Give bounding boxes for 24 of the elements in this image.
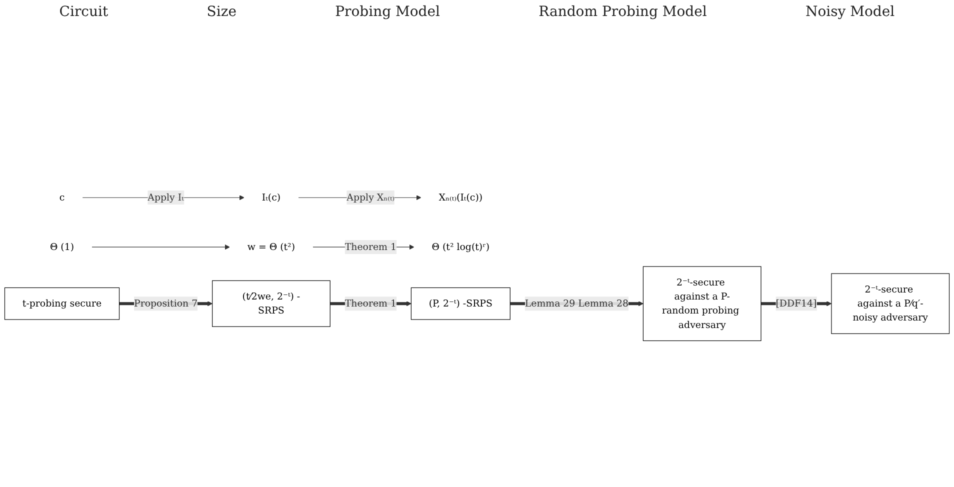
column-header: Probing Model: [335, 4, 440, 22]
node-text: Iₜ(c): [262, 191, 281, 203]
edge-label: Apply Xₙ₍ₜ₎: [346, 191, 395, 203]
edge-label: Lemma 29 Lemma 28: [524, 298, 628, 309]
node-box: 2⁻ᵗ-secure against a P-random probing adversary: [642, 266, 762, 341]
column-header: Size: [206, 4, 236, 22]
node-text: w = Θ (t²): [247, 240, 296, 252]
node-text: c: [59, 191, 65, 203]
edge-label: Apply Iₜ: [148, 191, 184, 203]
node-text: Θ (t² log(t)ʳ): [432, 240, 490, 252]
edge-label: Proposition 7: [134, 298, 198, 309]
node-text: Xₙ₍ₜ₎(Iₜ(c)): [438, 191, 483, 203]
node-box: (P, 2⁻ᵗ) -SRPS: [410, 287, 510, 320]
edge-label: Theorem 1: [344, 240, 396, 252]
column-header: Random Probing Model: [538, 4, 707, 22]
node-box: (t⁄2we, 2⁻ᵗ) -SRPS: [212, 280, 330, 327]
edge-label: [DDF14]: [776, 298, 817, 309]
column-header: Noisy Model: [805, 4, 895, 22]
edge-label: Theorem 1: [344, 298, 396, 309]
node-box: t-probing secure: [4, 287, 120, 320]
column-header: Circuit: [59, 4, 108, 22]
arrow: [91, 244, 230, 250]
node-text: Θ (1): [50, 240, 74, 252]
node-box: 2⁻ᵗ-secure against a P⁄q′-noisy adversary: [831, 273, 950, 334]
